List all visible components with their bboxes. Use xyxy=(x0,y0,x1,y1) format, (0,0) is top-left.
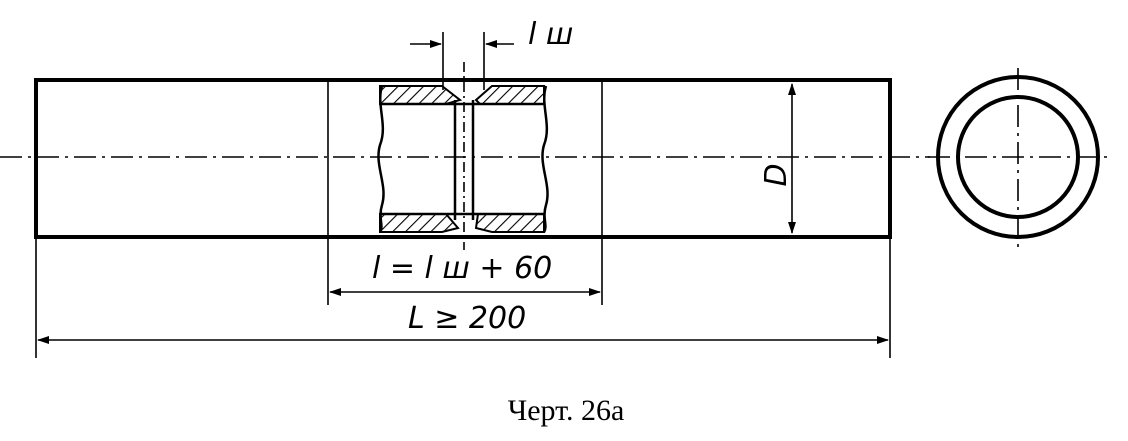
pipe-outline xyxy=(34,78,892,239)
cutaway-section xyxy=(377,62,549,250)
weld-width-dimension xyxy=(410,32,514,90)
total-length-extensions xyxy=(35,237,891,358)
pipe-end-view xyxy=(928,68,1110,248)
diameter-label: D xyxy=(759,163,794,186)
total-length-label: L ≥ 200 xyxy=(408,301,526,336)
figure-caption: Черт. 26а xyxy=(508,394,625,427)
section-boundaries xyxy=(327,80,603,305)
weld-width-label: l ш xyxy=(528,17,573,52)
section-length-label: l = l ш + 60 xyxy=(372,251,552,286)
